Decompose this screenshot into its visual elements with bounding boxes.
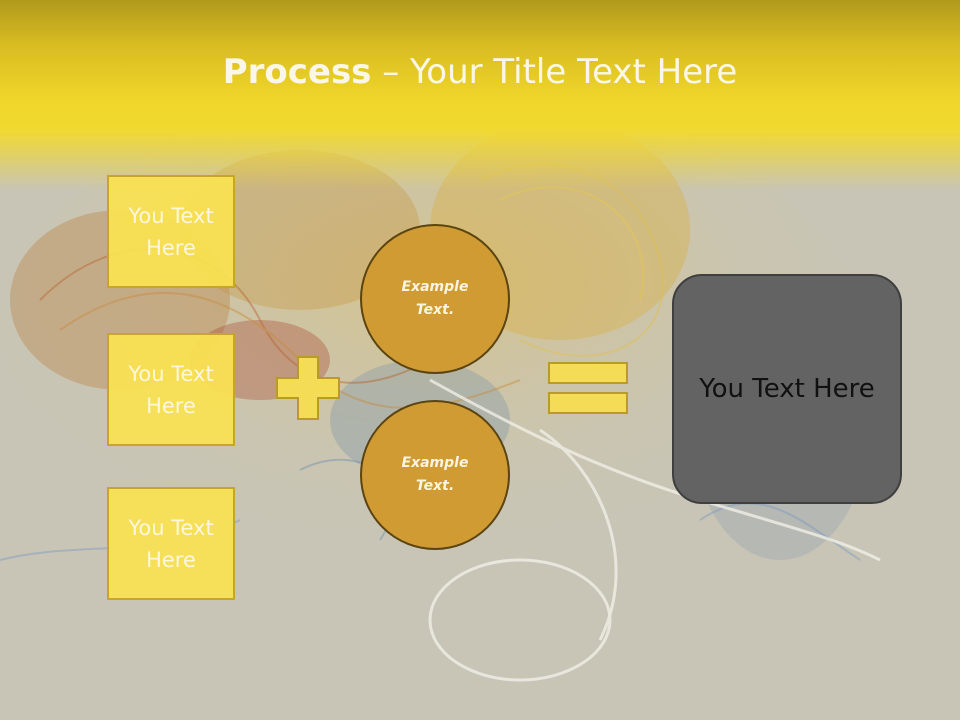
plus-icon	[276, 356, 340, 420]
circle-label: Example Text.	[401, 279, 469, 318]
circle-label: Example Text.	[401, 455, 469, 494]
text-box-2[interactable]: You Text Here	[107, 333, 235, 446]
equals-icon	[548, 362, 628, 414]
slide-title: Process – Your Title Text Here	[0, 52, 960, 92]
text-box-label: You Text Here	[128, 361, 214, 418]
title-rest: – Your Title Text Here	[371, 52, 738, 92]
text-box-label: You Text Here	[128, 203, 214, 260]
example-circle-1[interactable]: Example Text.	[360, 224, 510, 374]
title-bold: Process	[222, 52, 372, 92]
result-box[interactable]: You Text Here	[672, 274, 902, 504]
header-band	[0, 0, 960, 190]
text-box-label: You Text Here	[128, 515, 214, 572]
result-label: You Text Here	[699, 374, 875, 404]
text-box-1[interactable]: You Text Here	[107, 175, 235, 288]
text-box-3[interactable]: You Text Here	[107, 487, 235, 600]
example-circle-2[interactable]: Example Text.	[360, 400, 510, 550]
